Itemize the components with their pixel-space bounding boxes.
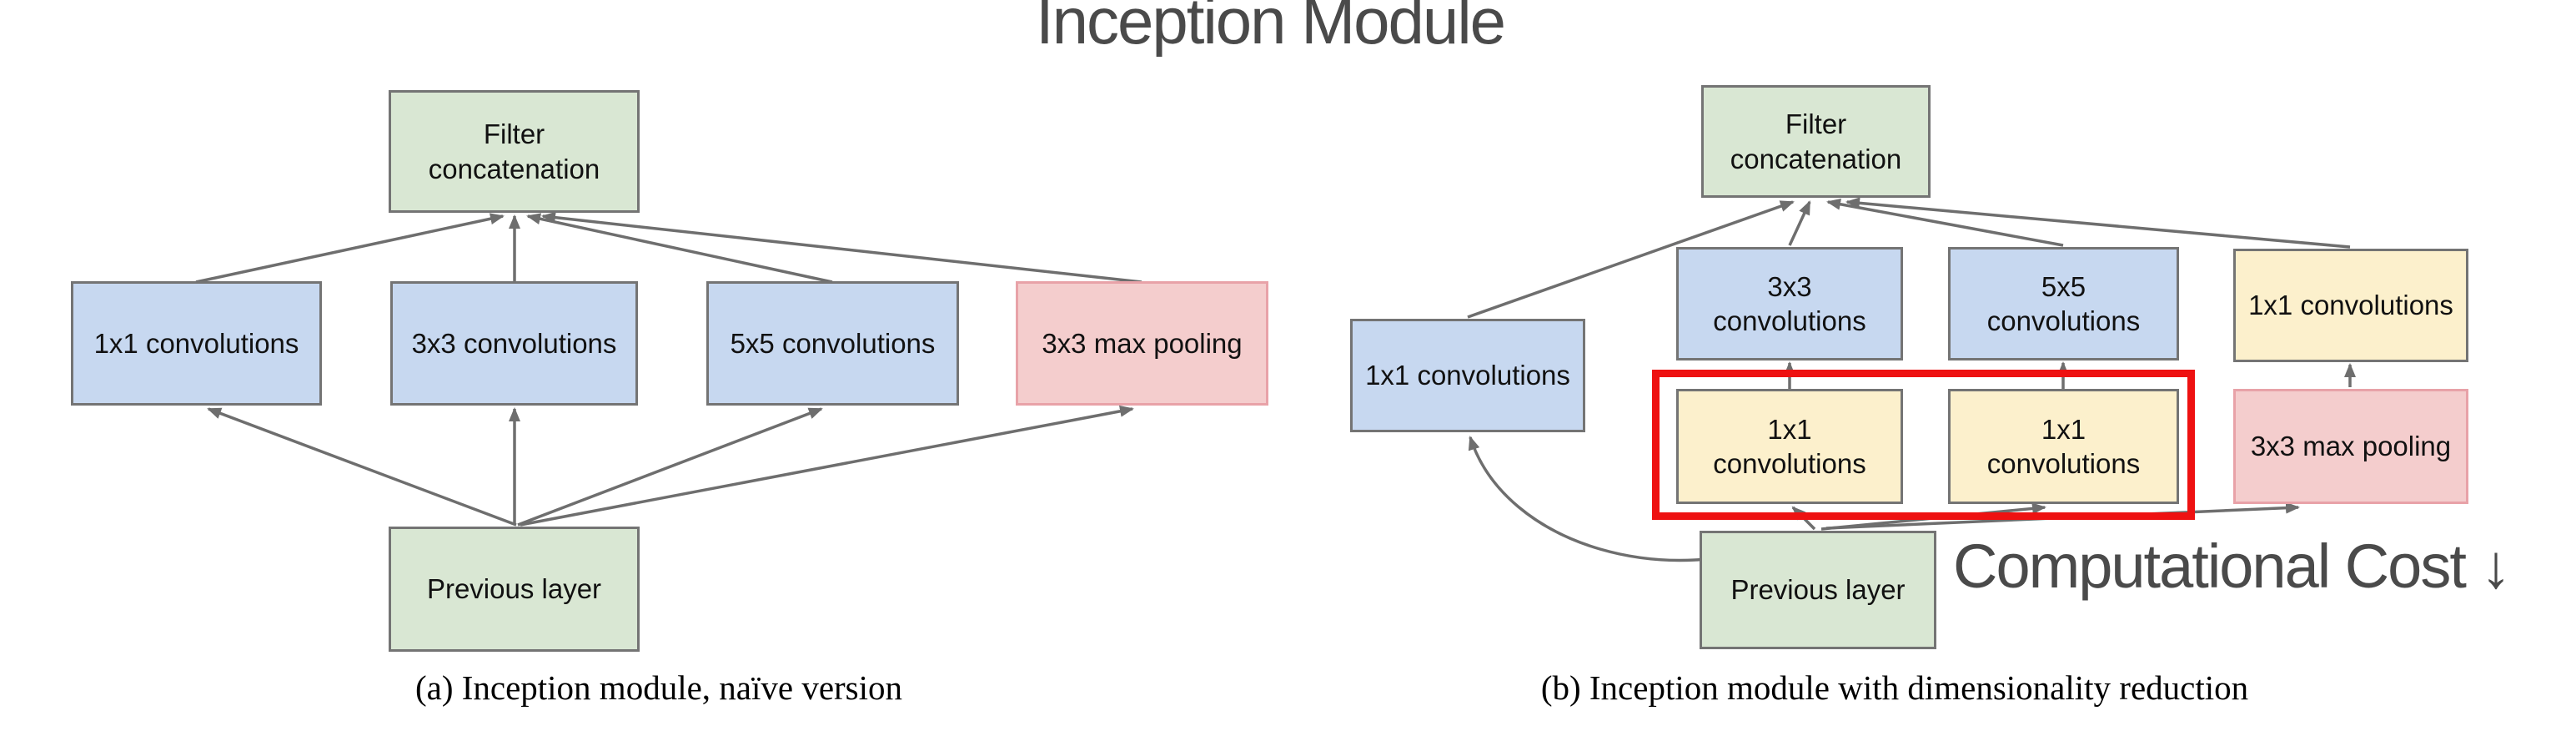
arrow-a-prev-to-1x1 [207,407,517,527]
arrow-a-1x1-to-concat [195,213,505,284]
node-filter-concatenation-b: Filter concatenation [1701,85,1931,198]
arrow-a-prev-to-pool [520,405,1134,527]
node-1x1-convolutions-a: 1x1 convolutions [71,281,322,406]
arrow-a-5x5-to-concat [526,213,833,284]
node-previous-layer-a: Previous layer [389,527,640,652]
node-1x1-reduction-right-b: 1x1 convolutions [1948,389,2179,504]
arrow-b-5x5-to-concat [1826,198,2064,247]
page-title: Inception Module [1035,0,1506,58]
node-3x3-max-pooling-b: 3x3 max pooling [2233,389,2468,504]
node-3x3-max-pooling-a: 3x3 max pooling [1016,281,1268,406]
node-3x3-convolutions-a: 3x3 convolutions [390,281,638,406]
node-5x5-convolutions-a: 5x5 convolutions [706,281,959,406]
node-previous-layer-b: Previous layer [1700,531,1936,649]
caption-a: (a) Inception module, naïve version [414,668,903,707]
caption-b: (b) Inception module with dimensionality… [1540,668,2249,707]
arrow-b-1x1right-to-concat [1845,197,2351,249]
node-1x1-convolutions-right-b: 1x1 convolutions [2233,249,2468,362]
node-1x1-reduction-left-b: 1x1 convolutions [1676,389,1903,504]
arrow-b-3x3-to-concat [1788,200,1811,246]
highlight-box-red [1652,370,2195,520]
node-3x3-convolutions-b: 3x3 convolutions [1676,247,1903,360]
arrow-a-pool-to-concat [541,211,1142,284]
node-filter-concatenation-a: Filter concatenation [389,90,640,213]
node-5x5-convolutions-b: 5x5 convolutions [1948,247,2179,360]
arrow-b-1x1left-to-concat [1467,200,1795,319]
computational-cost-note: Computational Cost ↓ [1953,532,2511,601]
arrow-a-prev-to-5x5 [517,407,823,527]
node-1x1-convolutions-left-b: 1x1 convolutions [1350,319,1585,432]
